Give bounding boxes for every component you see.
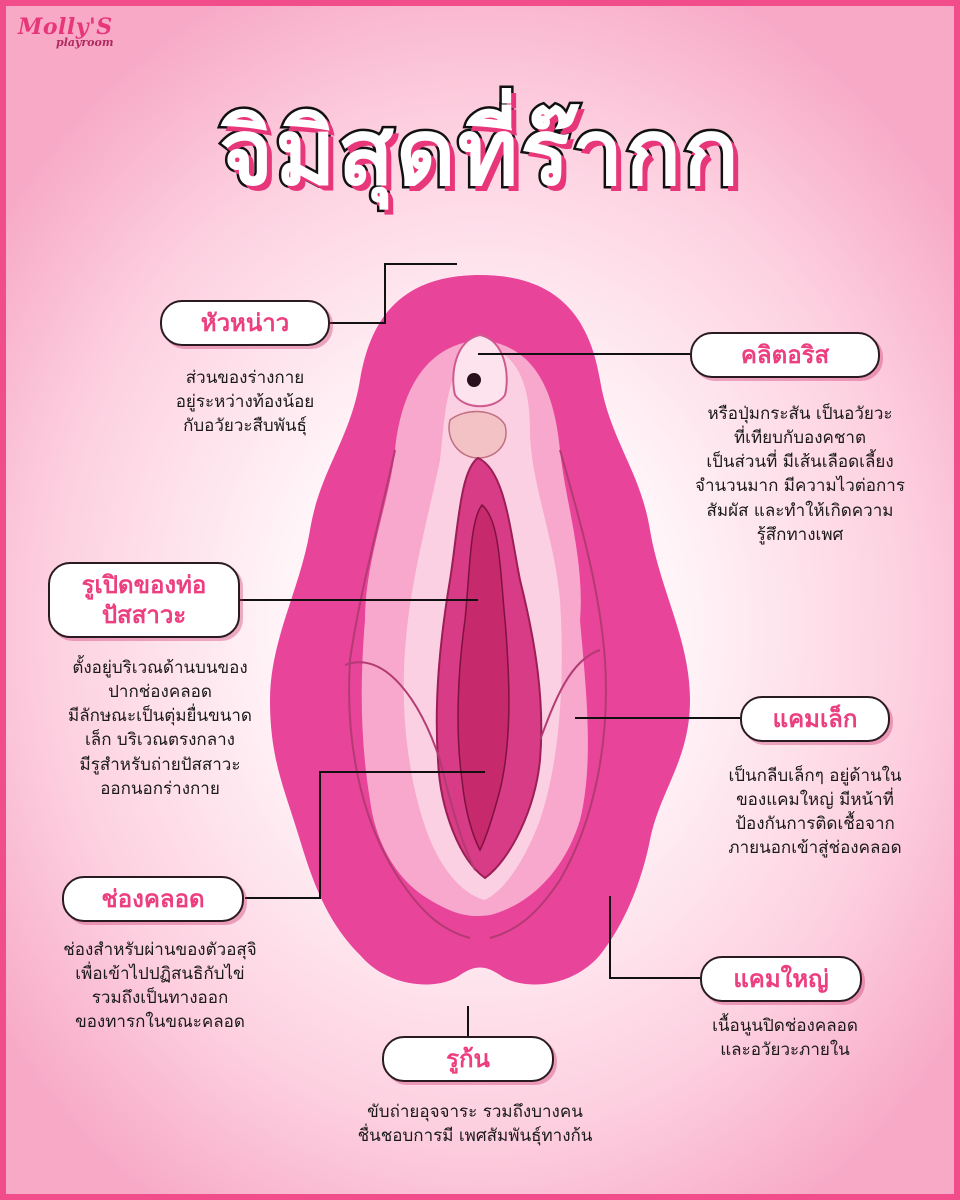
label-mons: หัวหน่าว <box>160 300 330 346</box>
urethral-flap-shape <box>448 410 507 459</box>
desc-clitoris: หรือปุ่มกระสัน เป็นอวัยวะ ที่เทียบกับองค… <box>695 404 905 545</box>
clitoral-hood-shape <box>452 333 508 408</box>
desc-mons: ส่วนของร่างกาย อยู่ระหว่างท้องน้อย กับอว… <box>175 368 315 437</box>
label-labia-majora: แคมใหญ่ <box>700 956 862 1002</box>
label-labia-minora: แคมเล็ก <box>740 696 890 742</box>
label-vagina: ช่องคลอด <box>62 876 244 922</box>
page-title: จิมิสุดที่ร๊ากก <box>217 97 742 209</box>
desc-labia-minora: เป็นกลีบเล็กๆ อยู่ด้านใน ของแคมใหญ่ มีหน… <box>728 766 902 859</box>
logo-line-2: playroom <box>56 36 114 49</box>
desc-urethra: ตั้งอยู่บริเวณด้านบนของ ปากช่องคลอด มีลั… <box>68 658 252 799</box>
connector-vagina <box>245 771 485 899</box>
outer-left-edge <box>348 449 471 939</box>
connector-labia-majora <box>609 896 700 979</box>
clitoris-dot <box>467 373 481 387</box>
label-anus: รูก้น <box>382 1036 554 1082</box>
label-urethra: รูเปิดของท่อ ปัสสาวะ <box>48 562 240 638</box>
desc-vagina: ช่องสำหรับผ่านของตัวอสุจิ เพื่อเข้าไปปฏิ… <box>63 940 257 1033</box>
vaginal-opening-shape <box>457 503 510 852</box>
connector-mons <box>330 263 457 324</box>
left-fold-line <box>344 661 476 871</box>
right-fold-line <box>539 649 601 741</box>
brand-logo: Molly'S playroom <box>18 14 114 49</box>
desc-labia-majora: เนื้อนูนปิดช่องคลอด และอวัยวะภายใน <box>712 1016 858 1061</box>
logo-line-1: Molly'S <box>18 14 113 40</box>
desc-anus: ขับถ่ายอุจจาระ รวมถึงบางคน ชื่นชอบการมี … <box>357 1102 593 1147</box>
label-clitoris: คลิตอริส <box>690 332 880 378</box>
outer-right-edge <box>489 449 607 939</box>
